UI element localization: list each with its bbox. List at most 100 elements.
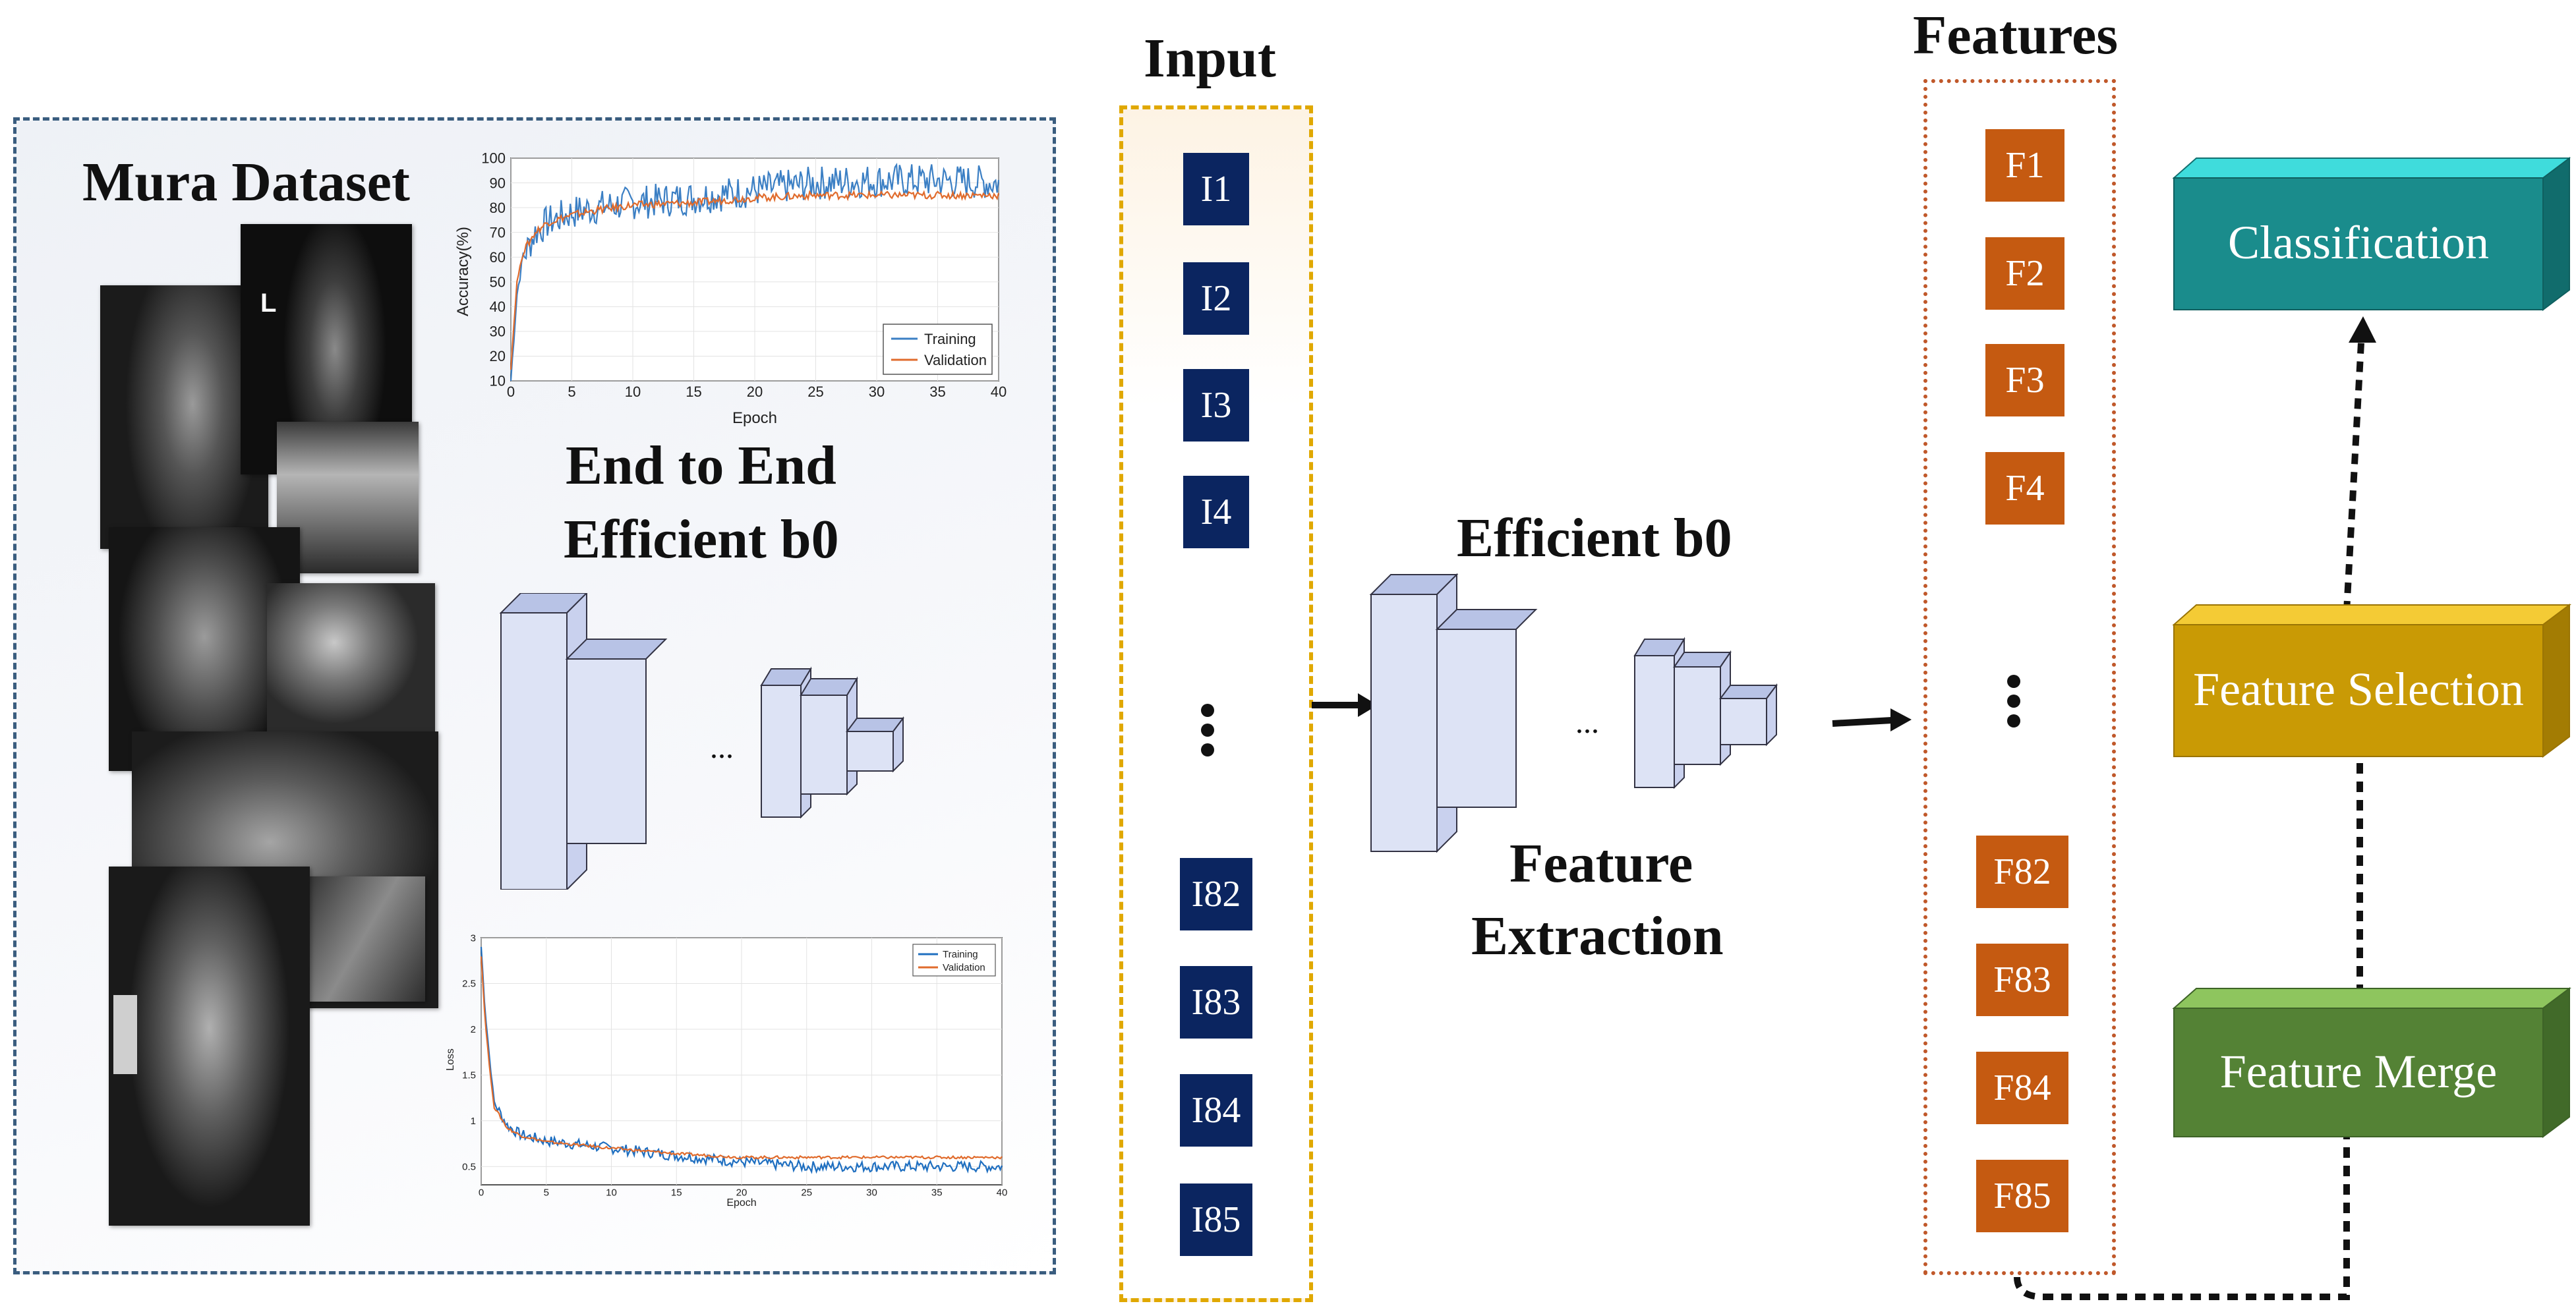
acc-x-tick-label: 35 [929,384,945,400]
classification-label: Classification [2228,216,2489,269]
loss-y-tick-label: 3 [471,932,476,944]
acc-x-tick-label: 5 [568,384,575,400]
accuracy-legend-validation: Validation [924,352,987,368]
input-item-i84: I84 [1180,1074,1252,1147]
feature-item-f3: F3 [1985,344,2064,416]
extractor-title: Efficient b0 [1457,507,1732,569]
xray-image-forearm-cast [277,422,419,573]
xray-image-wrist [109,867,310,1226]
accuracy-y-axis-label: Accuracy(%) [454,227,472,316]
accuracy-legend [883,324,993,375]
feature-selection-label: Feature Selection [2193,663,2524,716]
acc-series-validation [510,189,1000,370]
extractor-caption-line1: Feature [1509,833,1693,894]
acc-y-tick-label: 10 [490,373,506,389]
acc-y-tick-label: 40 [490,299,506,315]
feature-item-f2: F2 [1985,237,2064,310]
feature-item-f83: F83 [1976,944,2068,1016]
loss-x-tick-label: 30 [866,1187,877,1199]
acc-x-tick-label: 0 [507,384,515,400]
end-to-end-cnn-diagram: ... [499,593,904,890]
arrow-input-to-extractor [1312,693,1378,717]
loss-y-tick-label: 1 [471,1116,476,1127]
loss-x-tick-label: 20 [736,1187,747,1199]
loss-x-tick-label: 15 [671,1187,682,1199]
loss-x-tick-label: 10 [606,1187,617,1199]
xray-image-shoulder [267,583,435,731]
input-item-i3: I3 [1183,369,1249,442]
feature-item-f85: F85 [1976,1160,2068,1232]
features-vertical-ellipsis [2007,675,2020,727]
accuracy-legend-training: Training [924,331,976,347]
pipeline-diagram: Classification Feature Selection Feature… [2014,157,2571,1300]
extractor-caption-line2: Extraction [1471,905,1724,967]
acc-x-tick-label: 15 [686,384,701,400]
input-vertical-ellipsis [1201,704,1214,756]
acc-x-tick-label: 25 [807,384,823,400]
loss-legend [912,944,996,977]
feature-item-f84: F84 [1976,1052,2068,1124]
features-title: Features [1913,5,2119,66]
classification-block: Classification [2172,157,2571,311]
connector-selection-to-classification [2343,342,2364,612]
xray-marker-l-icon: L [260,289,277,318]
loss-y-tick-label: 0.5 [462,1161,476,1172]
accuracy-x-axis-label: Epoch [732,409,777,427]
feature-item-f82: F82 [1976,836,2068,908]
dataset-title: Mura Dataset [82,152,410,213]
loss-y-tick-label: 2 [471,1024,476,1035]
input-item-i82: I82 [1180,858,1252,930]
loss-x-tick-label: 5 [544,1187,549,1199]
acc-y-tick-label: 90 [490,175,506,191]
extractor-layer-2 [1435,609,1538,808]
acc-y-tick-label: 60 [490,249,506,266]
loss-x-tick-label: 0 [479,1187,484,1199]
extractor-ellipsis: ... [1575,705,1599,740]
acc-y-tick-label: 20 [490,348,506,364]
feature-extraction-diagram: ... [1312,573,1912,853]
loss-y-axis-label: Loss [445,1048,456,1071]
loss-y-tick-label: 1.5 [462,1070,476,1081]
loss-series-validation [480,956,1003,1160]
features-column [1923,79,2116,1275]
feature-item-f4: F4 [1985,452,2064,525]
acc-y-tick-label: 80 [490,200,506,216]
connector-features-to-merge [2014,1133,2350,1300]
feature-merge-block: Feature Merge [2172,987,2571,1138]
model-title-line1: End to End [566,435,836,496]
acc-y-tick-label: 70 [490,224,506,241]
acc-x-tick-label: 20 [747,384,763,400]
loss-x-axis-label: Epoch [726,1197,756,1209]
loss-x-tick-label: 40 [997,1187,1008,1199]
xray-image-elbow [100,285,268,549]
acc-x-tick-label: 30 [869,384,885,400]
acc-y-tick-label: 30 [490,324,506,340]
input-item-i2: I2 [1183,262,1249,335]
loss-x-tick-label: 25 [801,1187,812,1199]
arrow-extractor-to-features [1832,708,1912,731]
acc-x-tick-label: 40 [991,384,1007,400]
connector-classification-arrowhead [2349,316,2376,343]
loss-legend-training: Training [943,949,978,960]
xray-image-forearm [300,876,425,1002]
input-title: Input [1144,28,1276,89]
loss-legend-validation: Validation [943,962,985,973]
cnn-layer-2 [565,639,668,844]
acc-y-tick-label: 100 [481,150,506,167]
feature-merge-label: Feature Merge [2220,1045,2498,1098]
extractor-layer-5 [1719,683,1778,747]
model-title-line2: Efficient b0 [564,509,839,570]
acc-series-training [510,163,1000,382]
feature-item-f1: F1 [1985,129,2064,202]
acc-x-tick-label: 10 [625,384,641,400]
input-item-i1: I1 [1183,153,1249,225]
feature-selection-block: Feature Selection [2172,604,2571,758]
input-item-i83: I83 [1180,966,1252,1039]
input-item-i4: I4 [1183,476,1249,548]
loss-x-tick-label: 35 [931,1187,943,1199]
input-item-i85: I85 [1180,1184,1252,1256]
xray-marker-lar-icon [113,995,137,1074]
loss-y-tick-label: 2.5 [462,979,476,990]
cnn-ellipsis: ... [710,730,734,765]
